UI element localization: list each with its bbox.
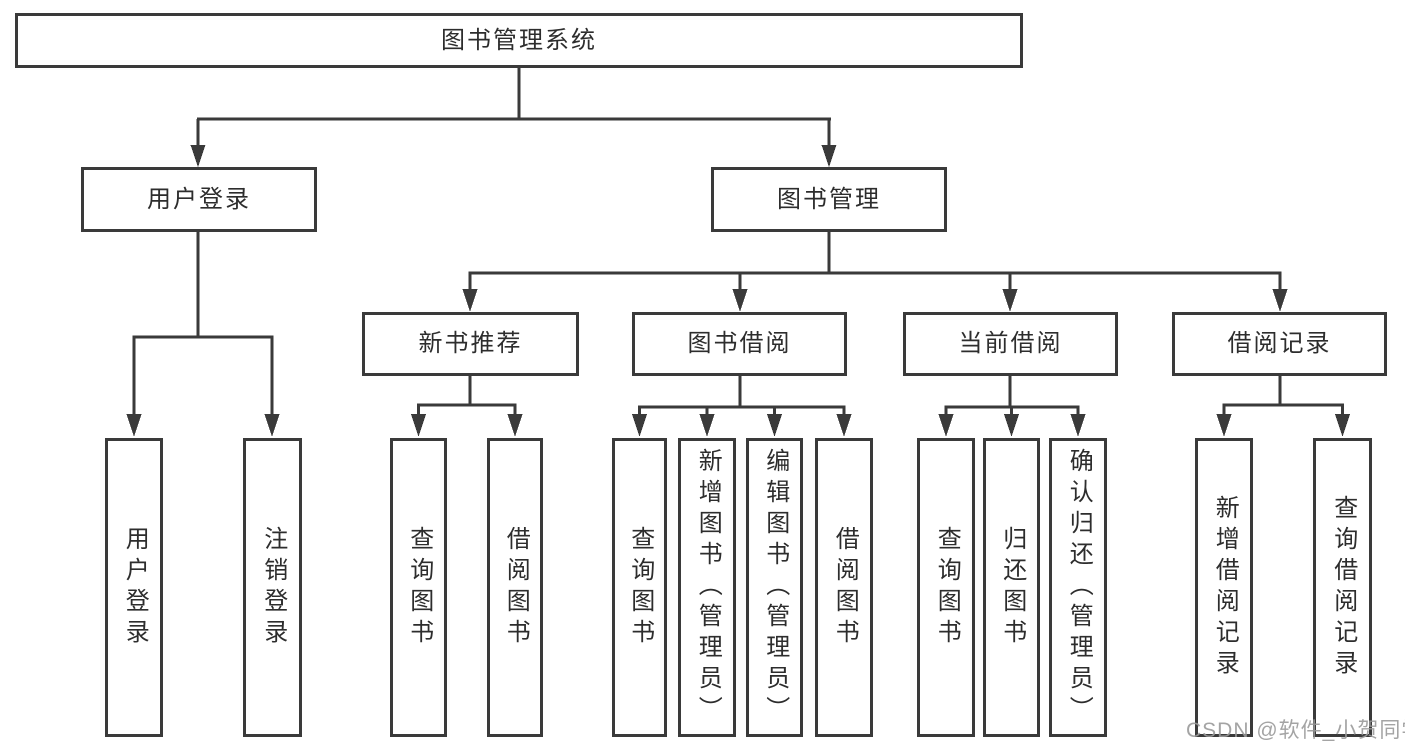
leaf-edit-book-admin: 编辑图书（管理员） bbox=[746, 438, 803, 737]
node-label: 查询图书 bbox=[405, 525, 433, 650]
leaf-borrow-book: 借阅图书 bbox=[487, 438, 543, 737]
node-borrow-record: 借阅记录 bbox=[1172, 312, 1387, 376]
arrowhead bbox=[126, 414, 142, 437]
arrowhead bbox=[190, 145, 206, 167]
watermark: CSDN @软件_小贺同学 bbox=[1186, 719, 1405, 742]
arrowhead bbox=[1335, 414, 1350, 437]
leaf-query-borrow-record: 查询借阅记录 bbox=[1313, 438, 1372, 737]
node-label: 确认归还（管理员） bbox=[1065, 448, 1093, 727]
leaf-logout-login: 注销登录 bbox=[243, 438, 302, 737]
node-label: 新书推荐 bbox=[418, 330, 523, 357]
node-label: 查询借阅记录 bbox=[1329, 494, 1357, 681]
node-new-book-recommend: 新书推荐 bbox=[362, 312, 579, 376]
arrowhead bbox=[1004, 414, 1019, 437]
leaf-query-book: 查询图书 bbox=[390, 438, 447, 737]
connector-book-management-branches bbox=[462, 232, 1288, 312]
node-label: 当前借阅 bbox=[958, 330, 1063, 357]
node-book-borrow: 图书借阅 bbox=[632, 312, 847, 376]
arrowhead bbox=[767, 414, 782, 437]
node-library-management-system: 图书管理系统 bbox=[15, 13, 1023, 68]
arrowhead bbox=[462, 289, 478, 312]
node-label: 编辑图书（管理员） bbox=[761, 448, 789, 727]
leaf-user-login: 用户登录 bbox=[105, 438, 163, 737]
arrowhead bbox=[821, 145, 837, 167]
arrowhead bbox=[732, 289, 748, 312]
node-label: 图书借阅 bbox=[687, 330, 792, 357]
node-label: 借阅图书 bbox=[502, 525, 530, 650]
node-label: 注销登录 bbox=[259, 525, 287, 650]
leaf-confirm-return-admin: 确认归还（管理员） bbox=[1049, 438, 1107, 737]
arrowhead bbox=[1272, 289, 1288, 312]
leaf-query-book: 查询图书 bbox=[917, 438, 975, 737]
node-book-management: 图书管理 bbox=[711, 167, 947, 232]
leaf-query-book: 查询图书 bbox=[612, 438, 667, 737]
node-current-borrow: 当前借阅 bbox=[903, 312, 1118, 376]
arrowhead bbox=[699, 414, 715, 437]
node-label: 查询图书 bbox=[933, 525, 961, 650]
connector-user-login-branches bbox=[126, 232, 280, 437]
node-label: 图书管理 bbox=[777, 185, 881, 213]
leaf-borrow-book: 借阅图书 bbox=[815, 438, 873, 737]
node-label: 用户登录 bbox=[121, 525, 149, 650]
connector-root-branches bbox=[190, 68, 837, 167]
arrowhead bbox=[632, 414, 647, 437]
node-label: 用户登录 bbox=[147, 185, 251, 213]
node-label: 查询图书 bbox=[626, 525, 654, 650]
leaf-return-book: 归还图书 bbox=[983, 438, 1040, 737]
arrowhead bbox=[938, 414, 954, 437]
leaf-add-book-admin: 新增图书（管理员） bbox=[678, 438, 736, 737]
arrowhead bbox=[264, 414, 280, 437]
arrowhead bbox=[411, 414, 426, 437]
connector-current-borrow-branches bbox=[938, 376, 1086, 437]
node-label: 图书管理系统 bbox=[441, 26, 597, 54]
arrowhead bbox=[1002, 289, 1018, 312]
arrowhead bbox=[836, 414, 852, 437]
connector-book-borrow-branches bbox=[632, 376, 852, 437]
connector-borrow-record-branches bbox=[1216, 376, 1350, 437]
arrowhead bbox=[1216, 414, 1232, 437]
node-label: 借阅图书 bbox=[831, 525, 859, 650]
node-label: 新增借阅记录 bbox=[1211, 494, 1239, 681]
arrowhead bbox=[1070, 414, 1086, 437]
arrowhead bbox=[507, 414, 523, 437]
node-label: 新增图书（管理员） bbox=[694, 448, 722, 727]
node-label: 归还图书 bbox=[998, 525, 1026, 650]
connector-new-book-branches bbox=[411, 376, 523, 437]
node-label: 借阅记录 bbox=[1227, 330, 1332, 357]
leaf-add-borrow-record: 新增借阅记录 bbox=[1195, 438, 1253, 737]
node-user-login: 用户登录 bbox=[81, 167, 317, 232]
